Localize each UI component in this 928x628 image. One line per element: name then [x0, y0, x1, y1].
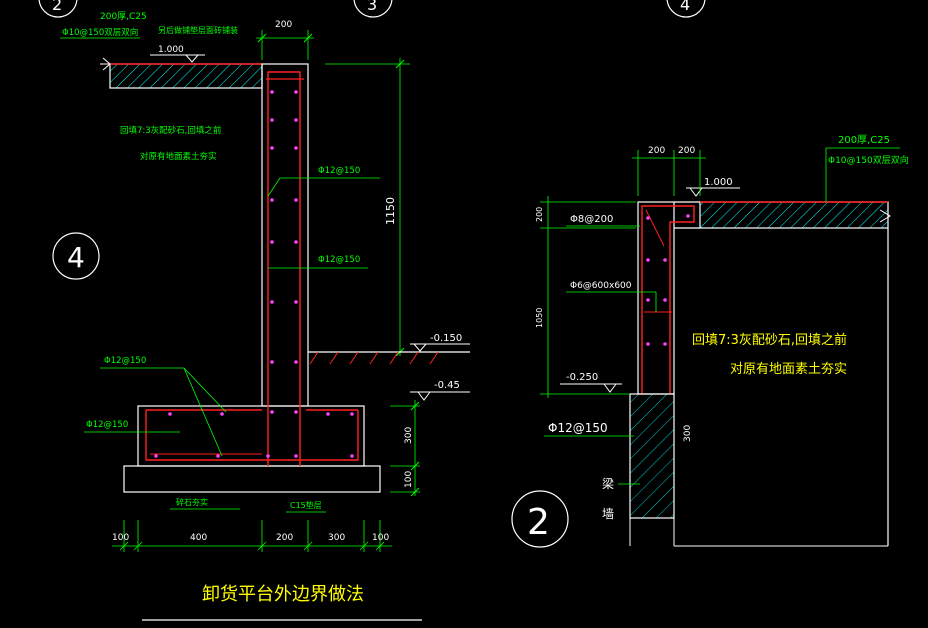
top-circle-2-label: 2 — [52, 0, 62, 14]
left-detail-circle — [52, 232, 100, 280]
right-dim-side-1: 200 — [535, 207, 544, 222]
right-wall-rebar — [641, 205, 695, 394]
right-slab — [699, 201, 889, 229]
left-footing-pad — [123, 465, 381, 493]
left-dim-bottom-1: 100 — [112, 533, 129, 543]
left-dim-pad: 100 — [404, 471, 414, 488]
left-rebar-label-2: Φ12@150 — [318, 255, 360, 265]
left-dim-bottom-2: 400 — [190, 533, 207, 543]
top-circle-3-label: 3 — [367, 0, 377, 14]
top-circle-2: 2 — [38, 0, 78, 18]
right-backfill-line1: 回填7:3灰配砂石,回填之前 — [692, 332, 847, 348]
top-circle-3: 3 — [353, 0, 393, 18]
left-footing-note: 碎石夯实 — [176, 497, 208, 507]
left-c15-note: C15垫层 — [290, 500, 322, 510]
left-dim-base: 300 — [404, 427, 414, 444]
right-detail-circle-label: 2 — [527, 502, 550, 543]
left-rebar-label-4: Φ12@150 — [86, 420, 128, 430]
left-detail-circle-label: 4 — [67, 241, 85, 274]
right-dim-side-2: 1050 — [535, 308, 544, 328]
left-footing — [137, 405, 365, 467]
left-backfill-line2: 对原有地面素土夯实 — [140, 151, 217, 162]
left-dim-bottom-3: 200 — [276, 533, 293, 543]
left-dim-height: 1150 — [384, 197, 397, 225]
right-rebar-top-label: Φ8@200 — [570, 214, 613, 225]
left-rebar-dots — [154, 90, 354, 458]
right-rebar-tie-label: Φ6@600x600 — [570, 281, 632, 291]
right-level-top: 1.000 — [704, 177, 733, 188]
left-wall-rebar — [267, 71, 301, 466]
right-lower-beam — [629, 393, 675, 519]
left-detail-title: 卸货平台外边界做法 — [202, 584, 364, 605]
right-dim-top-1: 200 — [648, 146, 665, 156]
left-rebar-label-3: Φ12@150 — [104, 356, 146, 366]
left-slab-note-1: 200厚,C25 — [100, 11, 147, 22]
left-slab-note-3: 另后做铺垫层面砖铺装 — [158, 25, 238, 35]
left-dim-bottom-5: 100 — [372, 533, 389, 543]
left-rebar-label-1: Φ12@150 — [318, 166, 360, 176]
left-level-mid: -0.150 — [430, 333, 462, 344]
right-wall-label-2: 墙 — [602, 507, 614, 521]
right-backfill-line2: 对原有地面素土夯实 — [730, 362, 847, 377]
right-level-bot: -0.250 — [566, 372, 598, 383]
top-circle-4: 4 — [666, 0, 706, 18]
right-slab-note-2: Φ10@150双层双向 — [828, 154, 909, 166]
left-slab — [109, 63, 263, 89]
left-level-bot: -0.45 — [434, 380, 460, 391]
right-detail: 200厚,C25 Φ10@150双层双向 1.000 200 2 — [511, 134, 909, 548]
right-dim-top-2: 200 — [678, 146, 695, 156]
right-dim-wall: 300 — [683, 425, 693, 442]
left-dim-wall: 200 — [275, 20, 292, 30]
left-dim-bottom-4: 300 — [328, 533, 345, 543]
left-level-top: 1.000 — [158, 45, 184, 55]
left-slab-note-2: Φ10@150双层双向 — [62, 27, 138, 38]
right-slab-note-1: 200厚,C25 — [838, 134, 890, 146]
right-wall-label-1: 梁 — [602, 476, 614, 491]
left-wall — [261, 63, 309, 407]
left-footing-rebar — [145, 410, 359, 461]
right-detail-circle — [511, 490, 569, 548]
left-backfill-line1: 回填7:3灰配砂石,回填之前 — [120, 125, 222, 136]
top-circle-4-label: 4 — [680, 0, 690, 14]
right-rebar-bot-label: Φ12@150 — [548, 421, 608, 435]
left-detail: 1.000 200厚,C25 Φ10@150双层双向 另后做铺垫层面砖铺装 — [52, 11, 470, 621]
